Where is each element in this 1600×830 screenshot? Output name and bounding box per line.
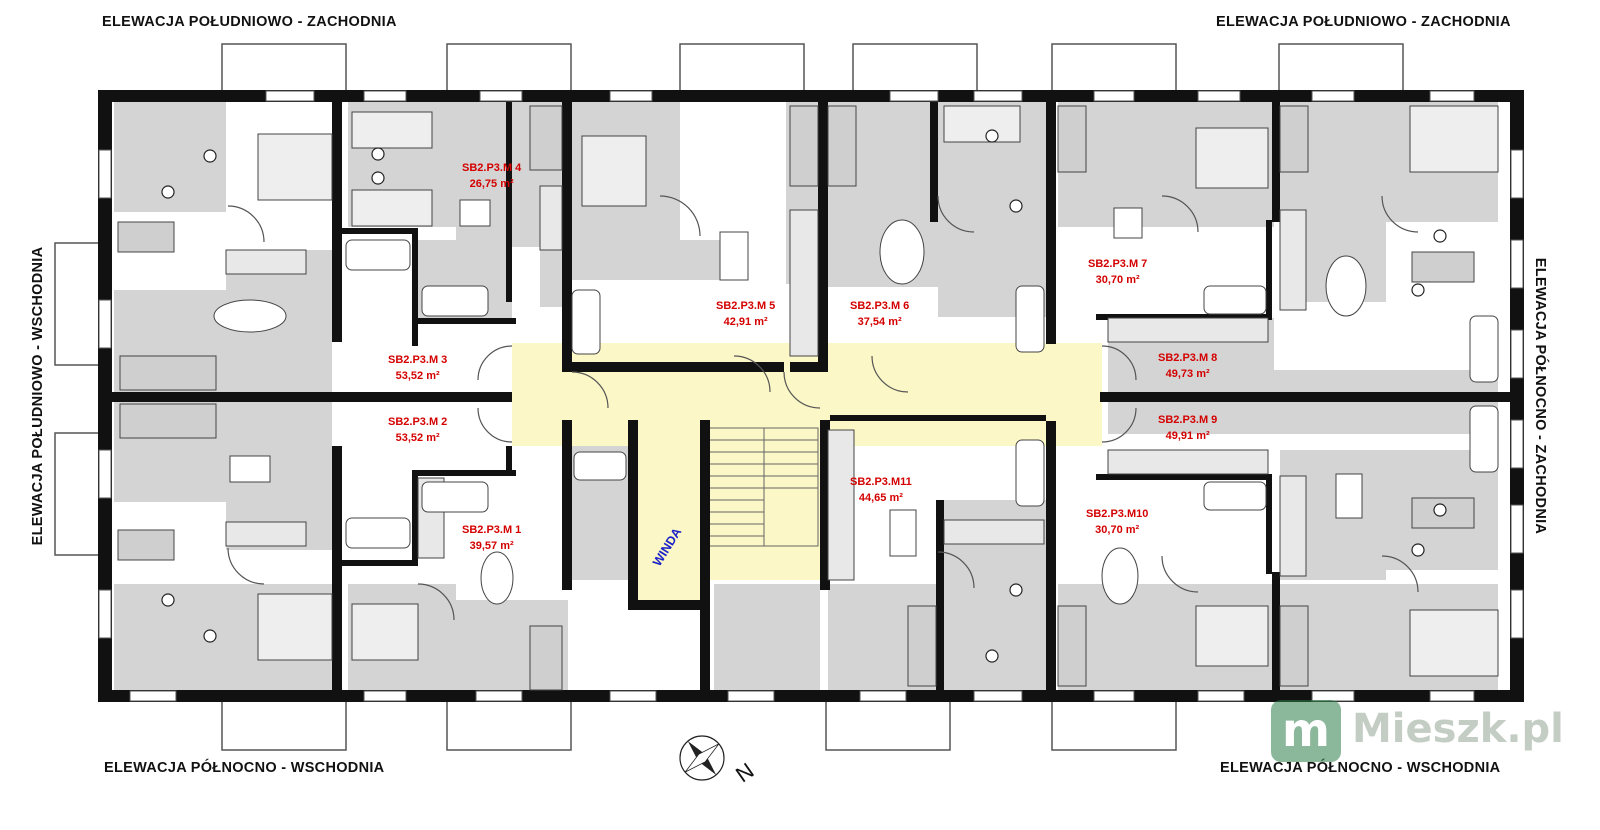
- unit-label: SB2.P3.M 8 49,73 m²: [1158, 350, 1217, 382]
- unit-label: SB2.P3.M 4 26,75 m²: [462, 160, 521, 192]
- unit-area: 26,75 m²: [469, 178, 514, 190]
- unit-label: SB2.P3.M 5 42,91 m²: [716, 298, 775, 330]
- windows: [98, 90, 1524, 702]
- watermark-text: Mieszk.pl: [1352, 706, 1564, 752]
- unit-area: 30,70 m²: [1095, 274, 1140, 286]
- unit-id: SB2.P3.M 7: [1088, 258, 1148, 270]
- elevation-top-left: ELEWACJA POŁUDNIOWO - ZACHODNIA: [102, 14, 397, 30]
- unit-area: 53,52 m²: [395, 370, 440, 382]
- unit-area: 39,57 m²: [469, 540, 514, 552]
- sofas: [117, 105, 1475, 691]
- unit-label: SB2.P3.M 3 53,52 m²: [388, 352, 447, 384]
- unit-area: 49,73 m²: [1165, 368, 1210, 380]
- unit-area: 42,91 m²: [723, 316, 768, 328]
- unit-label: SB2.P3.M 2 53,52 m²: [388, 414, 447, 446]
- chairs: [161, 129, 1447, 663]
- unit-area: 30,70 m²: [1095, 524, 1140, 536]
- room-fills: [114, 102, 1498, 692]
- unit-id: SB2.P3.M11: [850, 476, 912, 488]
- unit-area: 37,54 m²: [857, 316, 902, 328]
- unit-label: SB2.P3.M 7 30,70 m²: [1088, 256, 1147, 288]
- unit-area: 53,52 m²: [395, 432, 440, 444]
- unit-area: 44,65 m²: [858, 492, 903, 504]
- watermark-logo: m: [1271, 700, 1341, 762]
- unit-id: SB2.P3.M 8: [1158, 352, 1218, 364]
- unit-label: SB2.P3.M10 30,70 m²: [1086, 506, 1148, 538]
- unit-label: SB2.P3.M 1 39,57 m²: [462, 522, 521, 554]
- doors: [227, 195, 1419, 621]
- unit-id: SB2.P3.M 4: [462, 162, 522, 174]
- interior-walls: [112, 102, 1510, 692]
- compass-icon: [679, 735, 725, 781]
- elevation-bottom-right: ELEWACJA PÓŁNOCNO - WSCHODNIA: [1220, 760, 1501, 776]
- unit-id: SB2.P3.M 2: [388, 416, 448, 428]
- elevation-left-side: ELEWACJA POŁUDNIOWO - WSCHODNIA: [30, 246, 46, 546]
- elevation-right-side: ELEWACJA PÓŁNOCNO - ZACHODNIA: [1532, 257, 1548, 535]
- unit-label: SB2.P3.M 6 37,54 m²: [850, 298, 909, 330]
- unit-label: SB2.P3.M 9 49,91 m²: [1158, 412, 1217, 444]
- kitchens: [225, 185, 1307, 581]
- unit-id: SB2.P3.M 9: [1158, 414, 1218, 426]
- unit-id: SB2.P3.M 6: [850, 300, 910, 312]
- unit-id: SB2.P3.M 3: [388, 354, 448, 366]
- unit-label: SB2.P3.M11 44,65 m²: [850, 474, 912, 506]
- beds: [257, 105, 1499, 677]
- elevation-bottom-left: ELEWACJA PÓŁNOCNO - WSCHODNIA: [104, 760, 385, 776]
- unit-area: 49,91 m²: [1165, 430, 1210, 442]
- elevation-top-right: ELEWACJA POŁUDNIOWO - ZACHODNIA: [1216, 14, 1511, 30]
- unit-id: SB2.P3.M10: [1086, 508, 1149, 520]
- bathtubs: [345, 239, 1499, 549]
- unit-id: SB2.P3.M 1: [462, 524, 522, 536]
- unit-id: SB2.P3.M 5: [716, 300, 776, 312]
- tables: [213, 199, 1367, 605]
